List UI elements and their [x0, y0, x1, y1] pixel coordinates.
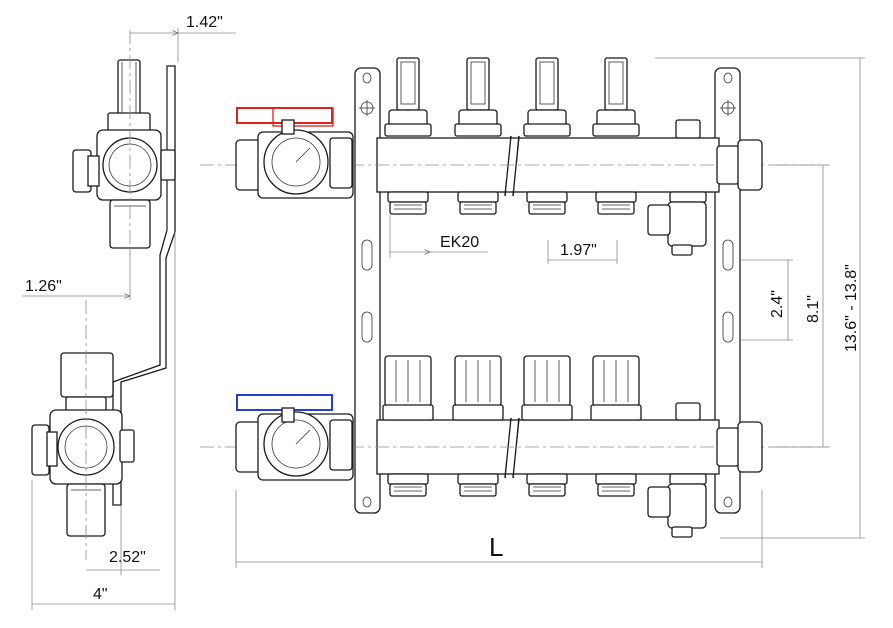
dim-outlet-spacing: 1.97"	[560, 242, 597, 259]
return-outlets	[387, 473, 637, 497]
return-air-vent	[647, 402, 707, 538]
side-view: 1.42" 1.26" 2.52" 4"	[22, 14, 236, 610]
supply-outlets	[387, 191, 637, 215]
return-ball-valve	[235, 394, 354, 481]
side-upper-valve	[72, 59, 176, 249]
right-end-caps	[716, 139, 763, 473]
return-valve-caps	[382, 355, 642, 421]
left-bracket	[354, 67, 381, 514]
supply-ball-valve	[235, 107, 354, 199]
dim-total-depth: 4"	[93, 586, 108, 603]
flow-meters	[384, 57, 640, 137]
supply-air-vent	[647, 119, 707, 256]
dim-outlet-thread: EK20	[440, 234, 479, 251]
dim-bottom-offset: 2.52"	[109, 549, 146, 566]
side-lower-valve	[31, 352, 135, 537]
front-view: EK20 1.97" 2.4" 8.1" 13.6" - 13.8" L	[200, 57, 865, 568]
dim-top-width: 1.42"	[186, 14, 223, 31]
dim-total-height: 13.6" - 13.8"	[843, 264, 860, 352]
dim-bracket-spacing: 2.4"	[769, 290, 786, 318]
dim-header-spacing: 8.1"	[805, 295, 822, 323]
dim-mid-offset: 1.26"	[25, 278, 62, 295]
dim-length: L	[489, 532, 503, 562]
